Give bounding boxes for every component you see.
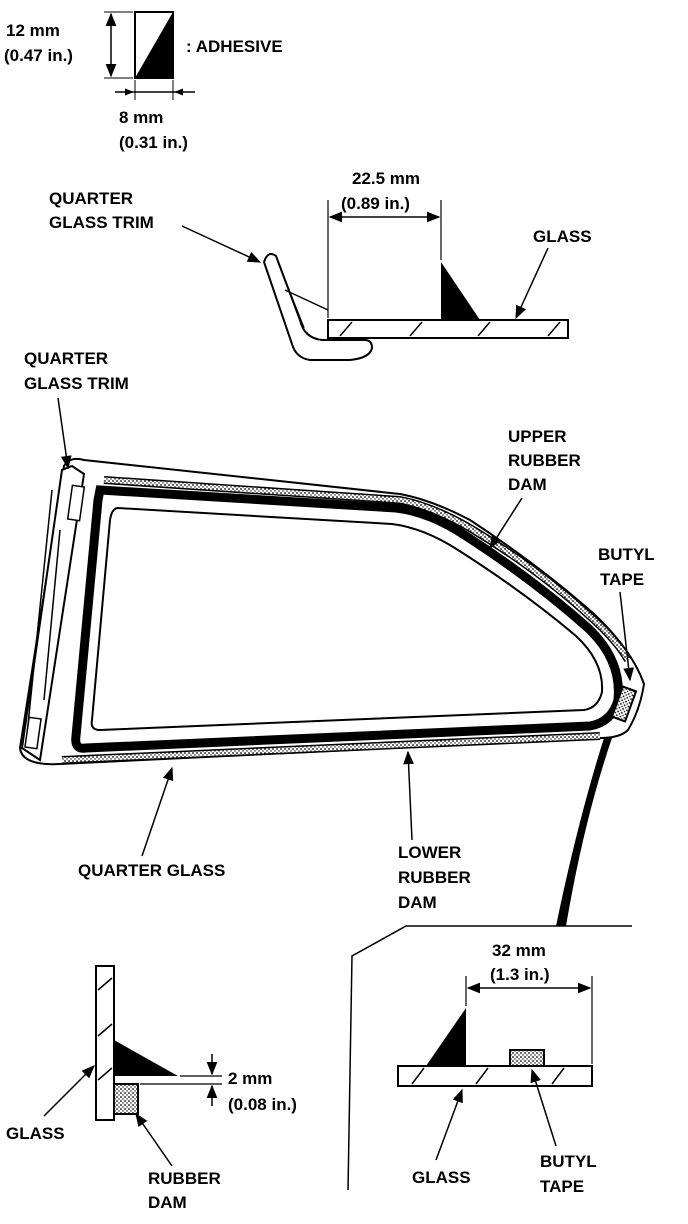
lower-dam-label-1: LOWER — [398, 843, 461, 862]
lower-dam-label-3: DAM — [398, 893, 437, 912]
top-glass-label: GLASS — [533, 227, 592, 246]
upper-dam-label-1: UPPER — [508, 427, 567, 446]
quarter-glass-label: QUARTER GLASS — [78, 861, 225, 880]
main-trim-label-1: QUARTER — [24, 349, 108, 368]
bottom-right-cross-section: 32 mm (1.3 in.) GLASS BUTYL TAPE — [347, 925, 632, 1196]
bl-rubber-dam — [113, 1083, 139, 1115]
bl-dim-mm: 2 mm — [228, 1069, 272, 1088]
adhesive-legend-triangle — [135, 12, 173, 78]
br-detail-frame — [347, 925, 632, 1191]
br-glass — [397, 1065, 593, 1087]
bl-dim-in: (0.08 in.) — [228, 1095, 297, 1114]
top-dim-mm: 22.5 mm — [352, 169, 420, 188]
top-trim-shape — [262, 253, 374, 361]
br-butyl-tape — [509, 1049, 545, 1067]
top-dim-in: (0.89 in.) — [341, 194, 410, 213]
legend-height-mm: 12 mm — [6, 21, 60, 40]
adhesive-bead — [71, 485, 623, 753]
legend-width-in: (0.31 in.) — [119, 133, 188, 152]
br-butyl-label-1: BUTYL — [540, 1152, 597, 1171]
bottom-left-cross-section: 2 mm (0.08 in.) GLASS RUBBER DAM — [6, 965, 297, 1212]
detail-callout-wedge — [556, 738, 612, 926]
top-glass — [327, 319, 569, 339]
legend-height-in: (0.47 in.) — [4, 46, 73, 65]
top-trim-leader — [181, 225, 262, 263]
br-adhesive-bead — [426, 1008, 466, 1066]
top-trim-label-2: GLASS TRIM — [49, 213, 154, 232]
main-trim-leader — [57, 397, 72, 470]
trim-clip-upper — [66, 484, 86, 522]
bl-glass-leader — [43, 1065, 95, 1117]
bl-adhesive-bead — [114, 1040, 178, 1076]
main-butyl-label-2: TAPE — [600, 570, 644, 589]
lower-dam-leader — [403, 750, 414, 841]
main-butyl-label-1: BUTYL — [598, 545, 655, 564]
bl-dam-label-1: RUBBER — [148, 1169, 221, 1188]
legend-width-mm: 8 mm — [119, 108, 163, 127]
bl-glass-label: GLASS — [6, 1124, 65, 1143]
adhesive-legend: 12 mm (0.47 in.) : ADHESIVE 8 mm (0.31 i… — [4, 11, 283, 152]
top-cross-section: 22.5 mm (0.89 in.) QUARTER GLASS TRIM GL… — [49, 169, 592, 361]
upper-dam-label-2: RUBBER — [508, 451, 581, 470]
upper-dam-leader — [489, 497, 523, 550]
upper-dam-label-3: DAM — [508, 475, 547, 494]
bl-dam-label-2: DAM — [148, 1193, 187, 1212]
br-dim-mm: 32 mm — [492, 941, 546, 960]
main-trim-label-2: GLASS TRIM — [24, 374, 129, 393]
trim-clip-lower — [24, 716, 42, 750]
br-dim-in: (1.3 in.) — [490, 965, 550, 984]
br-glass-leader — [435, 1088, 463, 1161]
lower-dam-label-2: RUBBER — [398, 868, 471, 887]
quarter-glass-assembly: QUARTER GLASS TRIM UPPER RUBBER DAM BUTY… — [18, 349, 655, 926]
br-butyl-leader — [530, 1068, 557, 1147]
top-glass-leader — [515, 247, 549, 320]
quarter-glass-pane — [90, 506, 604, 732]
top-adhesive-bead — [441, 262, 480, 320]
br-butyl-label-2: TAPE — [540, 1177, 584, 1196]
bl-dam-leader — [135, 1112, 173, 1167]
main-butyl-leader — [619, 591, 634, 682]
br-glass-label: GLASS — [412, 1168, 471, 1187]
adhesive-label: : ADHESIVE — [186, 37, 283, 56]
quarter-glass-trim — [20, 464, 86, 762]
top-trim-label-1: QUARTER — [49, 189, 133, 208]
quarter-glass-leader — [141, 766, 174, 857]
butyl-tape-patch — [610, 685, 638, 723]
